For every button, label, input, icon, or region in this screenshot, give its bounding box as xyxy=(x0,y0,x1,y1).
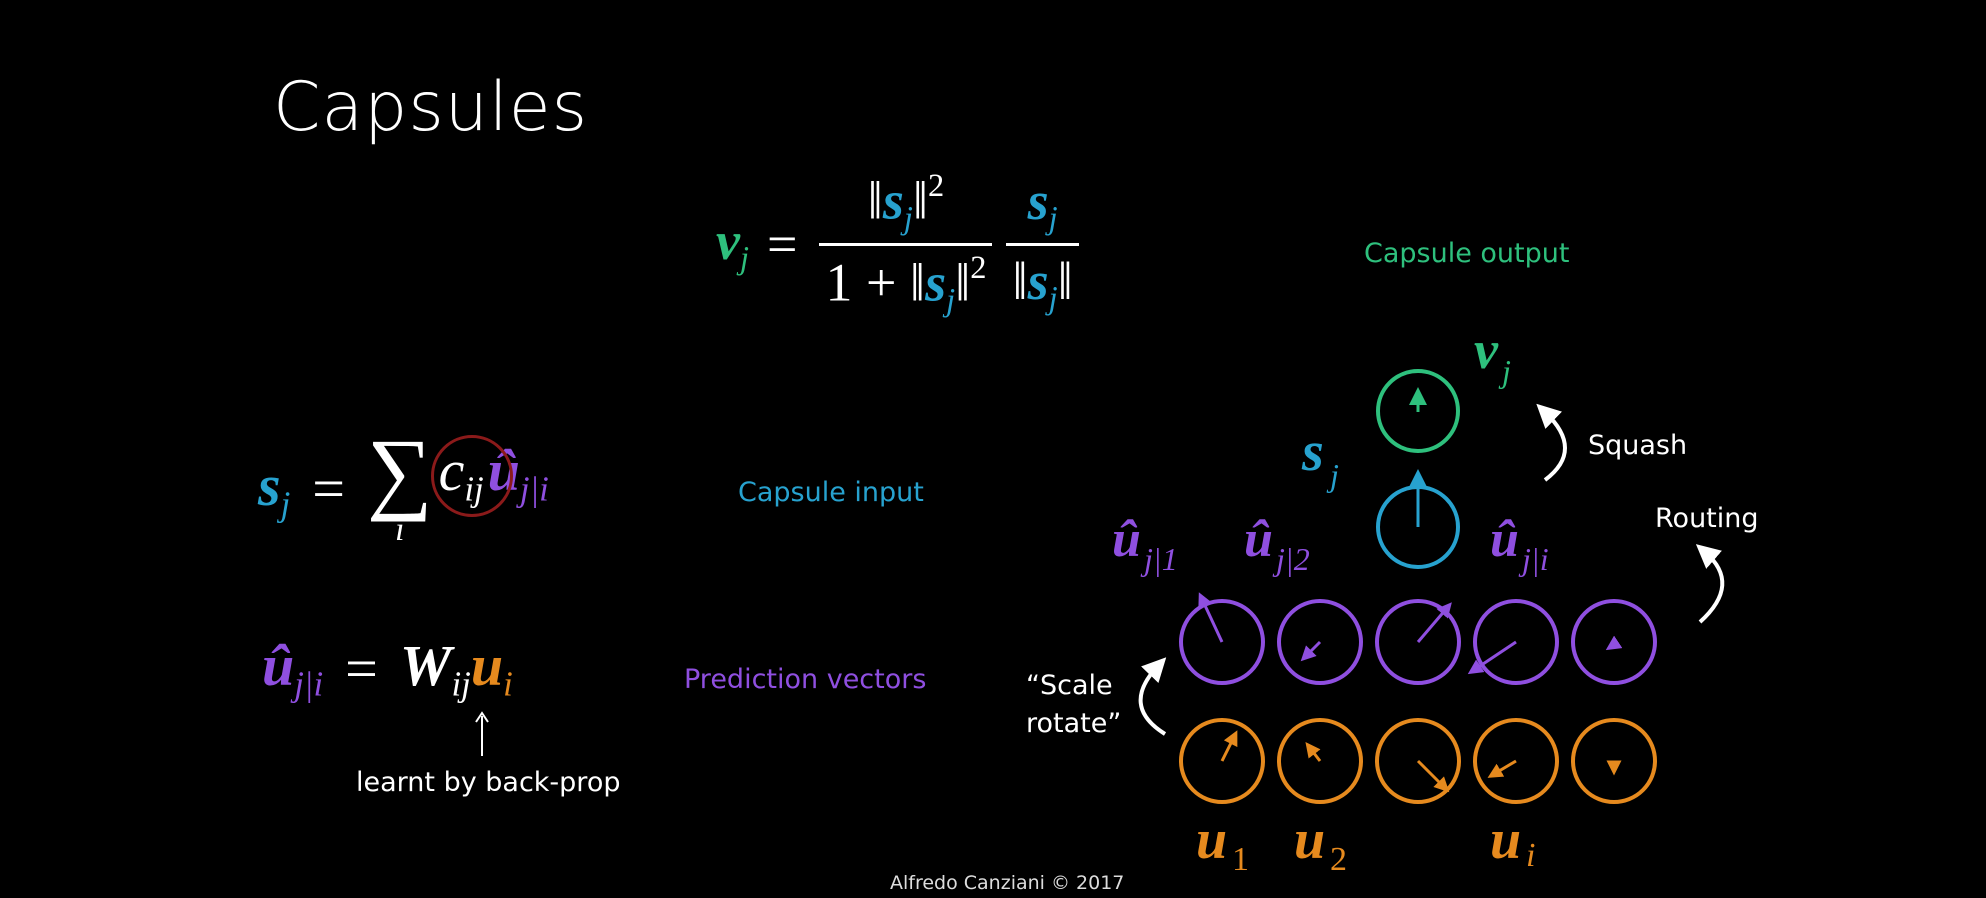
prediction-vector-symbol: ûj|i xyxy=(262,633,324,704)
squash-label: Squash xyxy=(1588,430,1688,461)
routing-arrow-icon xyxy=(1695,544,1725,624)
svg-text:u: u xyxy=(1196,809,1227,871)
prediction-capsule-4 xyxy=(1467,599,1559,685)
svg-text:2: 2 xyxy=(1330,841,1347,878)
equals-sign: = xyxy=(345,635,378,701)
lower-capsule-3 xyxy=(1375,718,1461,804)
svg-text:i: i xyxy=(1526,837,1535,874)
coupling-highlight-circle xyxy=(430,435,513,518)
svg-text:j|2: j|2 xyxy=(1272,541,1310,577)
equals-sign: = xyxy=(766,213,798,274)
lower-capsule-5 xyxy=(1571,718,1657,804)
prediction-capsule-5 xyxy=(1571,599,1657,685)
svg-text:j|1: j|1 xyxy=(1140,541,1178,577)
svg-text:j|i: j|i xyxy=(1518,541,1549,577)
svg-text:j: j xyxy=(1498,353,1511,389)
scale-rotate-label-line2: rotate” xyxy=(1026,708,1122,739)
lower-capsule-label-1: u 1 xyxy=(1196,809,1249,878)
prediction-vectors-label: Prediction vectors xyxy=(684,664,927,695)
svg-text:û: û xyxy=(1112,511,1141,568)
prediction-label-2: û j|2 xyxy=(1244,511,1310,577)
input-capsule-symbol: ui xyxy=(470,633,513,704)
sum-operator: ∑ i xyxy=(366,420,433,548)
input-capsule xyxy=(1376,469,1460,569)
unit-vector-fraction: sj ‖sj‖ xyxy=(1006,170,1079,318)
routing-label: Routing xyxy=(1655,503,1759,534)
lower-capsule-label-2: u 2 xyxy=(1294,809,1347,878)
lower-capsule-2 xyxy=(1277,718,1363,804)
prediction-label-i: û j|i xyxy=(1490,511,1549,577)
prediction-equation: ûj|i = Wij ui xyxy=(262,632,513,704)
backprop-arrow-icon xyxy=(475,711,489,756)
prediction-capsule-2 xyxy=(1277,599,1363,685)
prediction-capsule-3 xyxy=(1375,599,1461,685)
slide-title: Capsules xyxy=(273,68,588,147)
output-vector-label: v j xyxy=(1474,320,1511,389)
svg-text:s: s xyxy=(1301,421,1324,483)
output-vector-symbol: vj xyxy=(716,211,749,277)
prediction-capsule-1 xyxy=(1179,592,1265,685)
svg-text:j: j xyxy=(1326,457,1339,493)
coupling-coefficient: cij xyxy=(430,435,513,518)
svg-text:û: û xyxy=(1244,511,1273,568)
copyright-footer: Alfredo Canziani © 2017 xyxy=(890,872,1125,894)
squash-arrow-icon xyxy=(1536,403,1567,482)
output-capsule xyxy=(1376,369,1460,453)
scale-rotate-arrow-icon xyxy=(1138,657,1167,736)
norm-fraction: ‖sj‖2 1 + ‖sj‖2 xyxy=(819,168,993,320)
svg-text:u: u xyxy=(1294,809,1325,871)
lower-capsule-4 xyxy=(1473,718,1559,804)
equals-sign: = xyxy=(312,455,345,521)
svg-text:u: u xyxy=(1490,809,1521,871)
capsule-input-vector-label: s j xyxy=(1301,421,1339,493)
svg-text:û: û xyxy=(1490,511,1519,568)
capsule-output-label: Capsule output xyxy=(1364,238,1570,269)
capsule-input-symbol: sj xyxy=(258,453,291,524)
weighted-sum-equation: sj = ∑ i cij ûj|i xyxy=(258,420,549,548)
squash-equation: vj = ‖sj‖2 1 + ‖sj‖2 sj ‖sj‖ xyxy=(716,168,1079,320)
svg-text:1: 1 xyxy=(1232,841,1249,878)
lower-capsule-1 xyxy=(1179,718,1265,804)
capsule-input-label: Capsule input xyxy=(738,477,924,508)
lower-capsule-label-i: u i xyxy=(1490,809,1535,874)
capsule-diagram: v j s j û j|1 û j|2 û j|i xyxy=(1112,320,1725,878)
prediction-label-1: û j|1 xyxy=(1112,511,1178,577)
svg-text:v: v xyxy=(1474,320,1499,380)
backprop-note: learnt by back-prop xyxy=(356,767,621,798)
scale-rotate-label-line1: “Scale xyxy=(1026,670,1113,701)
weight-matrix-symbol: Wij xyxy=(399,633,471,704)
